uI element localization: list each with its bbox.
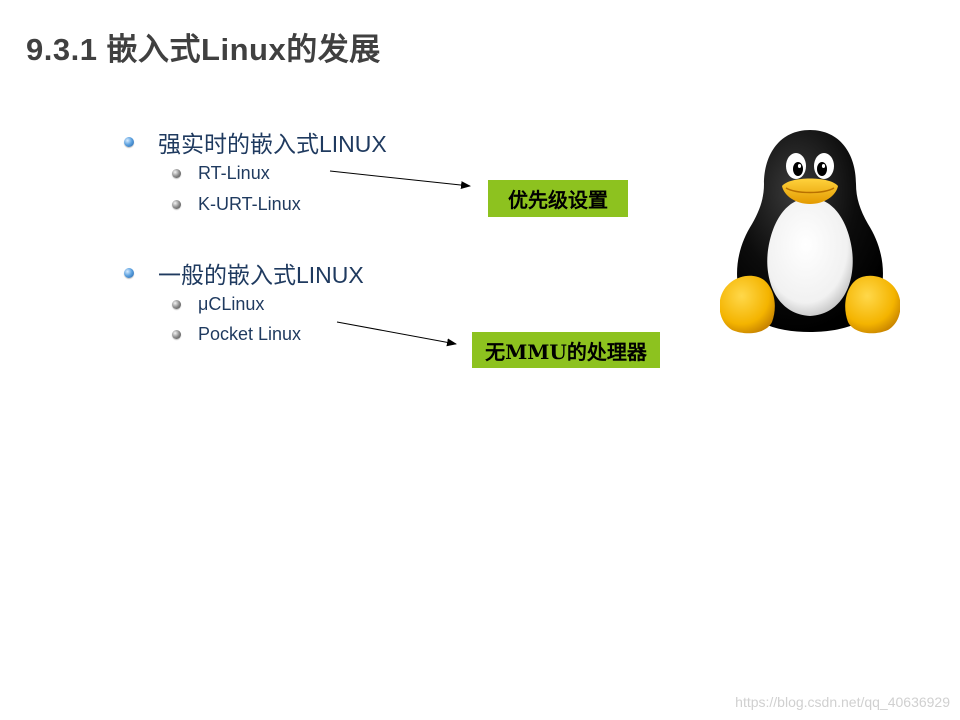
blue-sphere-bullet-icon [124,268,134,278]
watermark: https://blog.csdn.net/qq_40636929 [735,694,950,710]
arrow-to-priority-setting [329,170,471,190]
list-item-rt-linux: RT-Linux [172,163,270,184]
list-item-pocket-linux: Pocket Linux [172,324,301,345]
section-heading-realtime: 强实时的嵌入式LINUX [124,125,387,159]
gray-sphere-bullet-icon [172,300,181,309]
blue-sphere-bullet-icon [124,137,134,147]
tux-penguin-icon [720,130,900,334]
callout-priority-setting: 优先级设置 [488,180,628,217]
arrow-to-no-mmu-processor [336,321,457,347]
section-heading-label: 一般的嵌入式LINUX [158,262,364,288]
list-item-k-urt-linux: K-URT-Linux [172,194,301,215]
slide-title: 9.3.1 嵌入式Linux的发展 [26,32,381,67]
callout-no-mmu-processor: 无MMU的处理器 [472,332,660,368]
gray-sphere-bullet-icon [172,200,181,209]
list-item-label: K-URT-Linux [198,194,301,214]
gray-sphere-bullet-icon [172,169,181,178]
gray-sphere-bullet-icon [172,330,181,339]
section-heading-label: 强实时的嵌入式LINUX [158,131,387,157]
list-item-label: RT-Linux [198,163,270,183]
list-item-uclinux: μCLinux [172,294,264,315]
list-item-label: Pocket Linux [198,324,302,344]
list-item-label: μCLinux [198,294,265,314]
section-heading-general: 一般的嵌入式LINUX [124,256,364,290]
